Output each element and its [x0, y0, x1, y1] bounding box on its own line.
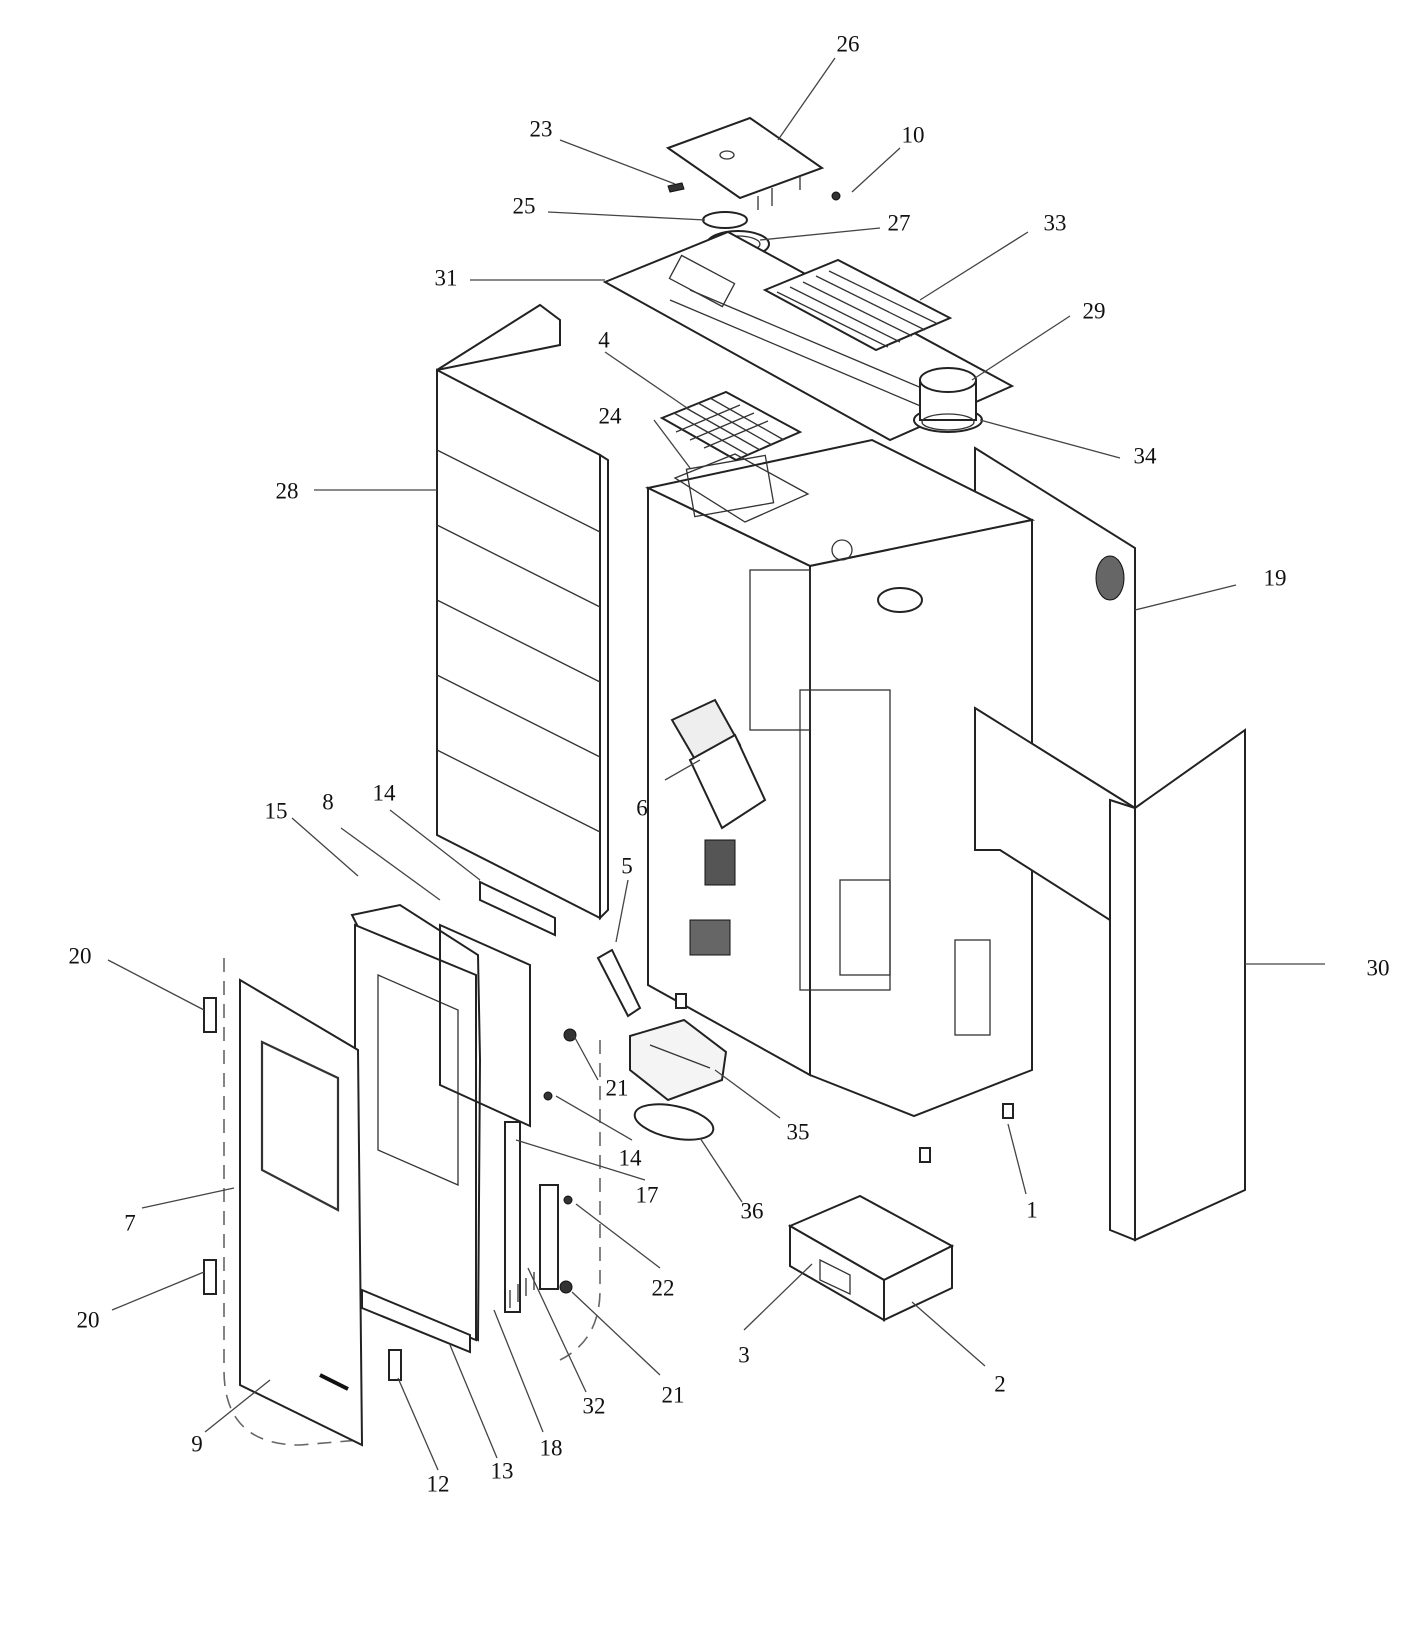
callout-29: 29	[1083, 298, 1106, 323]
callout-3: 3	[738, 1342, 750, 1367]
part-33-grille	[762, 258, 953, 352]
callout-12: 12	[427, 1471, 450, 1496]
callout-36: 36	[741, 1198, 764, 1223]
part-36-gasket	[633, 1103, 715, 1141]
part-21-fastener-top	[563, 1028, 577, 1042]
part-31-top-cover	[602, 230, 1015, 442]
callout-21-bottom: 21	[662, 1382, 685, 1407]
callout-10: 10	[902, 122, 925, 147]
callout-23: 23	[530, 116, 553, 141]
callout-21-top: 21	[606, 1075, 629, 1100]
part-17-18-32-handle	[504, 1121, 559, 1313]
callout-5: 5	[621, 853, 633, 878]
callout-19: 19	[1264, 565, 1287, 590]
callout-17: 17	[636, 1182, 659, 1207]
part-35-burn-pot	[629, 1018, 728, 1102]
callout-33: 33	[1044, 210, 1067, 235]
part-24-seal	[673, 453, 810, 523]
part-26-top-plate	[665, 116, 825, 210]
callout-24: 24	[599, 403, 623, 428]
part-23-clip	[667, 182, 685, 193]
callout-14-mid: 14	[619, 1145, 643, 1170]
callout-6: 6	[636, 795, 648, 820]
part-15-8-13-door-frame	[350, 903, 531, 1354]
callout-34: 34	[1134, 443, 1158, 468]
callout-15: 15	[265, 798, 288, 823]
callout-27: 27	[888, 210, 911, 235]
part-29-34-flue-pipe	[913, 367, 983, 433]
callout-32: 32	[583, 1393, 606, 1418]
callout-labels: 1 2 3 4 5 6 7 8 9 10 12 13 14 14 15 17 1…	[69, 31, 1390, 1496]
callout-8: 8	[322, 789, 334, 814]
callout-20-top: 20	[69, 943, 92, 968]
callout-14-top: 14	[373, 780, 397, 805]
part-12-bracket	[388, 1349, 402, 1381]
callout-2: 2	[994, 1371, 1006, 1396]
part-1-feet	[675, 993, 1014, 1163]
part-10-screw	[831, 191, 841, 201]
part-22-screw	[563, 1195, 573, 1205]
part-4-filter-grid	[659, 390, 803, 462]
part-6-chute	[688, 733, 767, 830]
part-21-fastener-bottom	[559, 1280, 573, 1294]
callout-31: 31	[435, 265, 458, 290]
part-5-bracket	[596, 948, 642, 1018]
callout-30: 30	[1367, 955, 1390, 980]
part-7-9-door	[223, 958, 601, 1447]
part-2-3-ash-drawer	[787, 1194, 955, 1322]
leader-lines	[107, 57, 1325, 1471]
callout-20-bottom: 20	[77, 1307, 100, 1332]
callout-28: 28	[276, 478, 299, 503]
callout-1: 1	[1026, 1197, 1038, 1222]
part-20-hinge-top	[203, 997, 217, 1033]
callout-35: 35	[787, 1119, 810, 1144]
callout-25: 25	[513, 193, 536, 218]
part-14-fastener	[543, 1091, 553, 1101]
stove-main-body	[644, 438, 1036, 1118]
part-20-hinge-bottom	[203, 1259, 217, 1295]
callout-9: 9	[191, 1431, 203, 1456]
callout-4: 4	[598, 327, 610, 352]
callout-7: 7	[124, 1210, 136, 1235]
callout-13: 13	[491, 1458, 514, 1483]
callout-18: 18	[540, 1435, 563, 1460]
part-28-side-panel	[436, 303, 609, 937]
part-30-front-panel	[974, 706, 1246, 1242]
callout-26: 26	[837, 31, 860, 56]
callout-22: 22	[652, 1275, 675, 1300]
